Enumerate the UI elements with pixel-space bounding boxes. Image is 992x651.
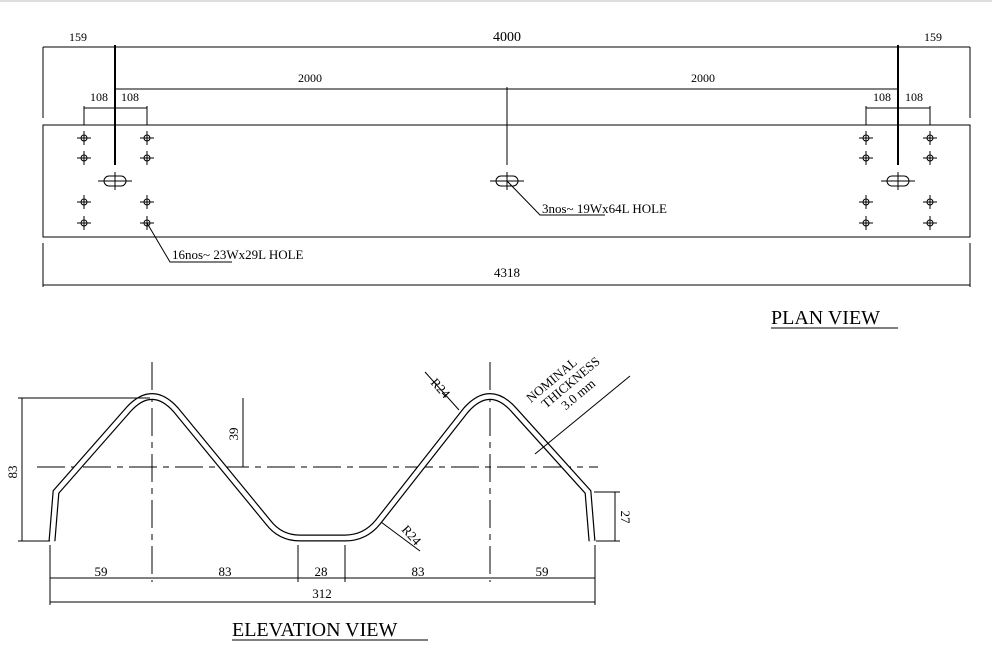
dim-height-83: 83 bbox=[5, 466, 20, 479]
bolt-holes bbox=[77, 131, 937, 230]
dim-59: 59 bbox=[95, 564, 108, 579]
slot-holes bbox=[98, 172, 915, 190]
dim-108: 108 bbox=[121, 90, 139, 104]
dim-312: 312 bbox=[312, 586, 332, 601]
bolt-hole bbox=[923, 151, 937, 165]
dim-27: 27 bbox=[618, 511, 633, 525]
dim-159-left: 159 bbox=[69, 30, 87, 44]
dim-159-right: 159 bbox=[924, 30, 942, 44]
dim-4000: 4000 bbox=[493, 30, 521, 45]
bolt-hole bbox=[859, 216, 873, 230]
leader-bolt-holes bbox=[146, 222, 232, 263]
bolt-hole bbox=[859, 131, 873, 145]
elevation-view-title: ELEVATION VIEW bbox=[232, 619, 397, 641]
bolt-hole bbox=[923, 195, 937, 209]
bolt-hole bbox=[923, 216, 937, 230]
dim-83: 83 bbox=[412, 564, 425, 579]
bolt-hole bbox=[77, 131, 91, 145]
bolt-hole bbox=[77, 216, 91, 230]
elevation-view: 83 39 27 59 83 28 83 59 312 R24 R24 NOMI… bbox=[5, 354, 633, 641]
dim-83: 83 bbox=[219, 564, 232, 579]
w-beam-profile bbox=[48, 393, 596, 542]
dim-108: 108 bbox=[905, 90, 923, 104]
note-slots: 3nos~ 19Wx64L HOLE bbox=[542, 201, 667, 216]
slot-hole bbox=[98, 172, 132, 190]
plan-view-title: PLAN VIEW bbox=[771, 307, 880, 329]
bolt-hole bbox=[859, 151, 873, 165]
bolt-hole bbox=[77, 151, 91, 165]
plan-view: 159 4000 159 2000 2000 108 108 108 108 1… bbox=[42, 30, 971, 329]
dim-59: 59 bbox=[536, 564, 549, 579]
bolt-hole bbox=[140, 151, 154, 165]
thickness-note: NOMINAL THICKNESS 3.0 mm bbox=[523, 354, 603, 413]
bolt-hole bbox=[923, 131, 937, 145]
radius-bottom: R24 bbox=[399, 522, 425, 549]
dim-2000-left: 2000 bbox=[298, 71, 322, 85]
dim-4318: 4318 bbox=[494, 265, 520, 280]
leader-slots bbox=[506, 180, 605, 216]
dim-108: 108 bbox=[873, 90, 891, 104]
dim-39: 39 bbox=[226, 428, 241, 441]
dim-2000-right: 2000 bbox=[691, 71, 715, 85]
dim-28: 28 bbox=[315, 564, 328, 579]
bolt-hole bbox=[140, 195, 154, 209]
dim-108: 108 bbox=[90, 90, 108, 104]
bolt-hole bbox=[140, 131, 154, 145]
bolt-hole bbox=[77, 195, 91, 209]
note-bolt-holes: 16nos~ 23Wx29L HOLE bbox=[172, 247, 304, 262]
slot-hole bbox=[881, 172, 915, 190]
bolt-hole bbox=[859, 195, 873, 209]
